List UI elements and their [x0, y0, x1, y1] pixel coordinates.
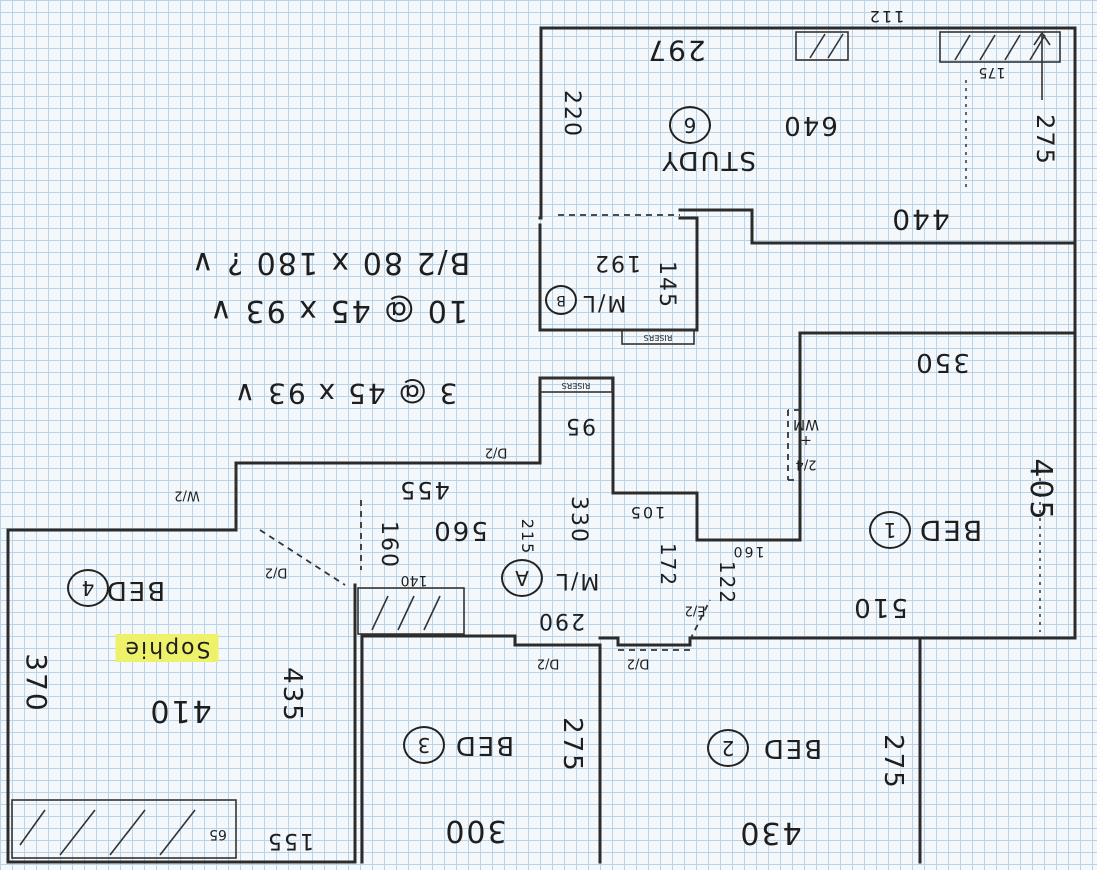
hall-dim-560: 560	[432, 515, 488, 545]
ml-b-dim-height: 145	[654, 261, 679, 309]
bed2-dim-height: 275	[878, 734, 908, 790]
bed1-room-number: 1	[869, 511, 911, 549]
hall-dim-172: 172	[656, 542, 680, 588]
bed4-room-number: 4	[67, 569, 109, 607]
bed4-door-label: D/2	[264, 564, 288, 580]
study-dim-right: 275	[1031, 114, 1059, 166]
bed1-label: BED	[917, 514, 983, 547]
note-line-3: 3 @ 45 x 93 ∨	[232, 377, 458, 410]
bed4-dim-left: 370	[20, 653, 53, 713]
bed1-dim-door: 160	[731, 543, 765, 559]
study-dim-top: 297	[646, 34, 706, 67]
outer-walls	[6, 26, 1077, 864]
wm-label: WM	[793, 416, 819, 432]
study-dim-left: 220	[559, 90, 584, 138]
risers-label-1: RISERS	[643, 333, 673, 342]
hall-window-label: W/2	[174, 487, 200, 503]
bed2-dim-width: 430	[738, 815, 802, 850]
bed1-dim-bottom: 510	[852, 592, 908, 622]
doors-and-openings	[235, 31, 1051, 651]
hall-dim-95: 95	[564, 413, 596, 438]
ml-b-room-number: B	[545, 285, 577, 315]
hall-dim-105: 105	[628, 503, 666, 522]
bed1-dim-right: 405	[1023, 458, 1058, 522]
bed3-room-number: 3	[403, 726, 445, 764]
study-dim-cupboard: 112	[867, 7, 905, 26]
bed2-door-label: D/2	[626, 655, 650, 671]
study-cupboard-dim: 175	[978, 64, 1006, 80]
note-line-2: 10 @ 45 x 93 ∨	[208, 293, 468, 328]
bed4-dim-bottom: 155	[266, 828, 314, 853]
hall-dim-215: 215	[518, 518, 537, 556]
bed2-room-number: 2	[707, 729, 749, 767]
risers-label-2: RISERS	[561, 381, 591, 390]
hall-dim-122: 122	[715, 560, 739, 606]
ml-b-label: M/L	[581, 290, 627, 315]
built-in-cupboards	[11, 31, 1061, 859]
hall-dim-290: 290	[537, 608, 585, 633]
bed1-dim-top: 350	[914, 347, 970, 377]
note-line-1: B/2 80 x 180 ? ∨	[189, 245, 471, 280]
ml-a-label: M/L	[554, 568, 600, 593]
bed3-label: BED	[453, 730, 515, 760]
bed4-area: 410	[148, 693, 212, 728]
ml-b-dim-width: 192	[593, 250, 641, 275]
bath-door-label: E/2	[684, 602, 706, 618]
bed4-cupboard-dim: 65	[209, 826, 227, 842]
bed3-door-label: D/2	[536, 655, 560, 671]
bed2-label: BED	[761, 733, 823, 763]
wm-fraction: 2/4	[795, 456, 817, 472]
bed4-dim-right: 435	[277, 667, 307, 723]
hall-dim-330: 330	[566, 496, 591, 544]
wm-plus: +	[800, 432, 812, 448]
hall-dim-455: 455	[398, 476, 450, 504]
study-area: 640	[782, 110, 838, 140]
hall-dim-160: 160	[376, 521, 401, 569]
study-label: STUDY	[660, 145, 756, 175]
bed4-label: BED	[104, 575, 166, 605]
study-room-number: 6	[669, 106, 711, 144]
bed3-dim-height: 275	[557, 717, 587, 773]
hall-door-label: D/2	[484, 444, 508, 460]
cupboard-dim-140: 140	[400, 572, 428, 588]
study-dim-bottom: 440	[890, 203, 950, 236]
bed3-dim-width: 300	[443, 813, 507, 848]
ml-a-room-number: A	[501, 559, 543, 597]
bed4-occupant-note: Sophie	[115, 634, 219, 662]
